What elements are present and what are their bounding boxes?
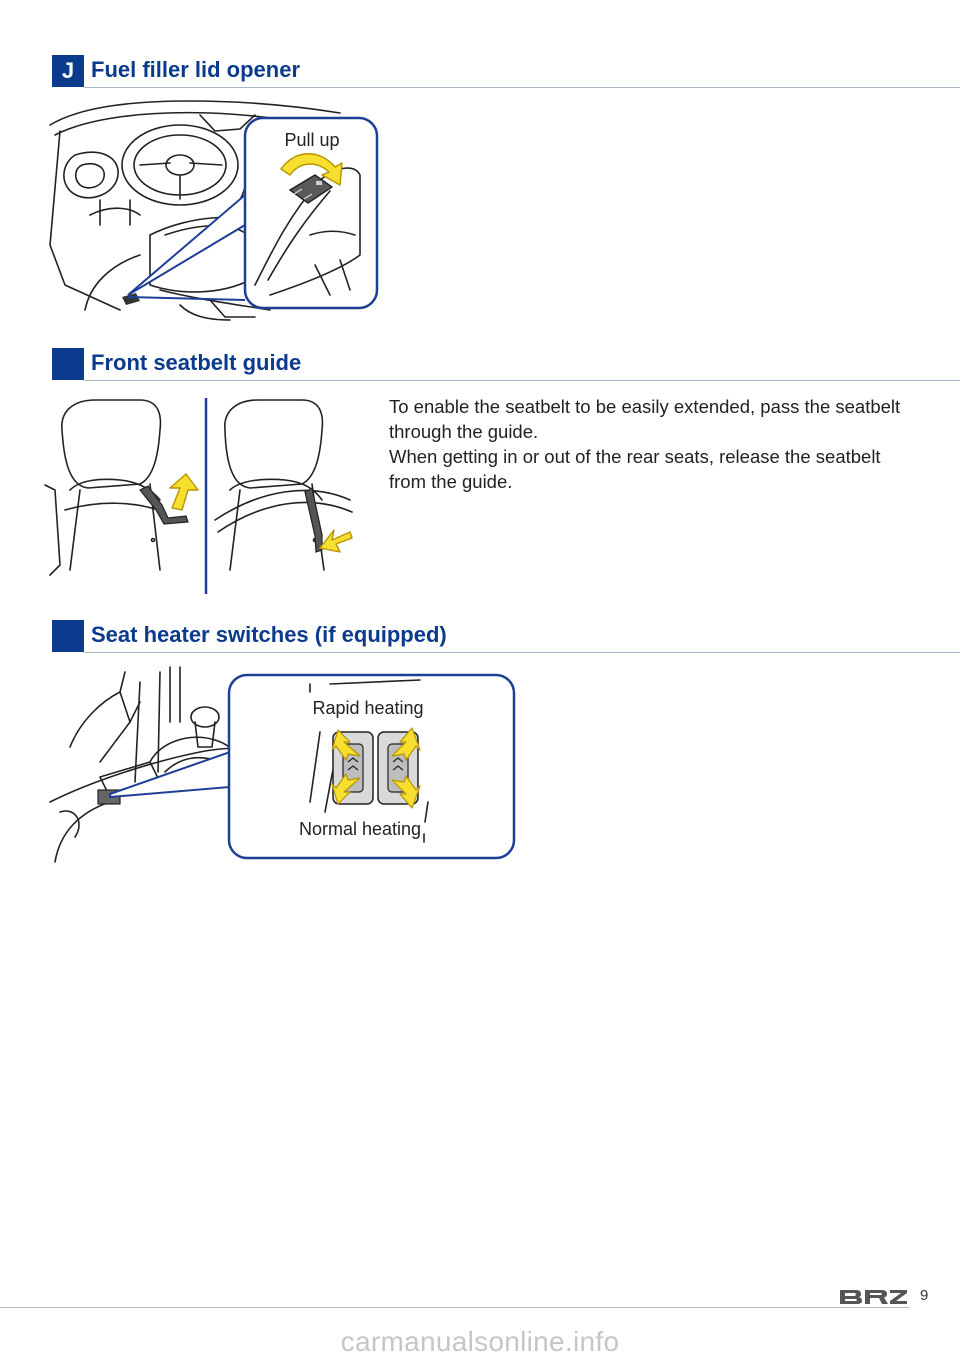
rapid-heating-label: Rapid heating — [312, 698, 423, 718]
pull-up-callout: Pull up — [284, 130, 339, 150]
page-number: 9 — [920, 1287, 929, 1304]
section-marker — [52, 348, 84, 380]
section-marker — [52, 620, 84, 652]
seatbelt-guide-text: To enable the seatbelt to be easily exte… — [389, 394, 909, 494]
seatbelt-paragraph: To enable the seatbelt to be easily exte… — [389, 396, 901, 442]
section-title: Front seatbelt guide — [91, 350, 302, 375]
section-divider — [84, 652, 960, 653]
fuel-lid-illustration: Pull up — [49, 100, 379, 321]
footer-divider — [0, 1307, 910, 1308]
normal-heating-label: Normal heating — [299, 819, 421, 839]
section-marker: J — [52, 55, 84, 87]
seatbelt-guide-illustration — [44, 398, 353, 594]
section-divider — [84, 87, 960, 88]
section-divider — [84, 380, 960, 381]
watermark-text: carmanualsonline.info — [340, 1326, 620, 1357]
seat-heater-illustration: Rapid heating Normal heating — [49, 666, 516, 863]
section-title: Seat heater switches (if equipped) — [91, 622, 447, 647]
brz-logo — [840, 1290, 907, 1304]
seatbelt-paragraph: When getting in or out of the rear seats… — [389, 446, 881, 492]
section-title: Fuel filler lid opener — [91, 57, 301, 82]
